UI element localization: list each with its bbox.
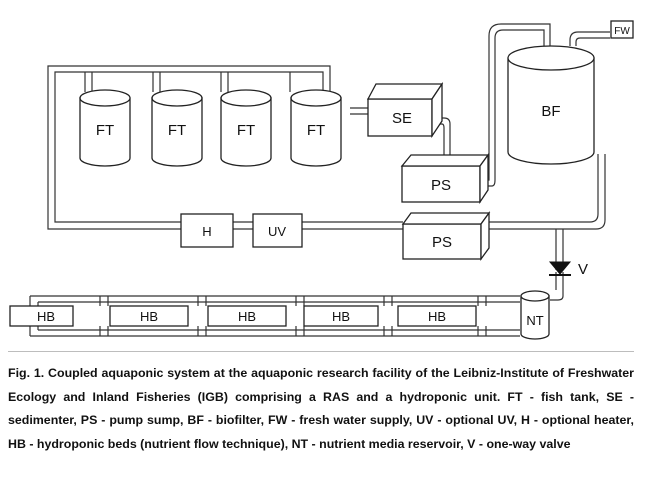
pipe-ft-to-se	[350, 107, 368, 115]
uv-unit: UV	[252, 213, 303, 248]
fish-tank-4: FT	[290, 89, 342, 167]
fish-tank-1-label: FT	[96, 122, 114, 139]
pump-sump-upper: PS	[400, 153, 490, 205]
fish-tank-3-label: FT	[237, 122, 255, 139]
fish-tank-4-label: FT	[307, 122, 325, 139]
pipe-se-to-ps	[432, 117, 451, 164]
pipe-hb-connectors	[99, 296, 487, 336]
one-way-valve-label: V	[578, 261, 588, 278]
pipe-ps-to-nt	[550, 229, 564, 301]
pipe-bf-to-ps	[488, 154, 606, 230]
nutrient-tank-label: NT	[526, 313, 543, 328]
hydroponic-bed-2-label: HB	[140, 309, 158, 324]
hydroponic-bed-3-label: HB	[238, 309, 256, 324]
fish-tank-2-label: FT	[168, 122, 186, 139]
aquaponic-system-diagram: FT FT FT FT SE PS BF FW	[9, 20, 634, 340]
pipe-return-loop-outer	[54, 71, 403, 223]
fresh-water-supply: FW	[610, 20, 634, 39]
hydroponic-bed-5: HB	[397, 305, 477, 327]
fish-tank-2: FT	[151, 89, 203, 167]
figure-caption: Fig. 1. Coupled aquaponic system at the …	[8, 366, 634, 451]
fish-tank-3: FT	[220, 89, 272, 167]
pipe-hb-manifold	[29, 295, 520, 337]
fresh-water-supply-label: FW	[614, 26, 630, 37]
biofilter-label: BF	[541, 103, 560, 120]
sedimenter-label: SE	[392, 110, 412, 127]
fish-tank-1: FT	[79, 89, 131, 167]
hydroponic-bed-1-label: HB	[37, 309, 55, 324]
pipe-drop-ft3	[220, 72, 229, 92]
hydroponic-bed-3: HB	[207, 305, 287, 327]
sedimenter: SE	[366, 81, 444, 139]
biofilter: BF	[507, 45, 595, 165]
pump-sump-lower: PS	[401, 211, 491, 261]
heater: H	[180, 213, 234, 248]
hydroponic-bed-4: HB	[303, 305, 379, 327]
hydroponic-bed-1: HB	[9, 305, 74, 327]
pipe-drop-ft2	[152, 72, 161, 92]
one-way-valve: V	[548, 261, 588, 278]
nutrient-tank: NT	[520, 290, 550, 340]
hydroponic-bed-2: HB	[109, 305, 189, 327]
pipe-fw-to-bf	[569, 31, 610, 46]
pipe-drop-ft1	[84, 72, 93, 92]
pipe-network	[29, 23, 610, 337]
pipe-return-loop-inner	[47, 65, 403, 230]
hydroponic-bed-4-label: HB	[332, 309, 350, 324]
uv-unit-label: UV	[268, 224, 286, 239]
pump-sump-lower-label: PS	[432, 234, 452, 251]
heater-label: H	[202, 224, 211, 239]
caption-separator	[8, 351, 634, 352]
pipe-ps-to-bf	[488, 23, 551, 187]
hydroponic-bed-5-label: HB	[428, 309, 446, 324]
pump-sump-upper-label: PS	[431, 177, 451, 194]
